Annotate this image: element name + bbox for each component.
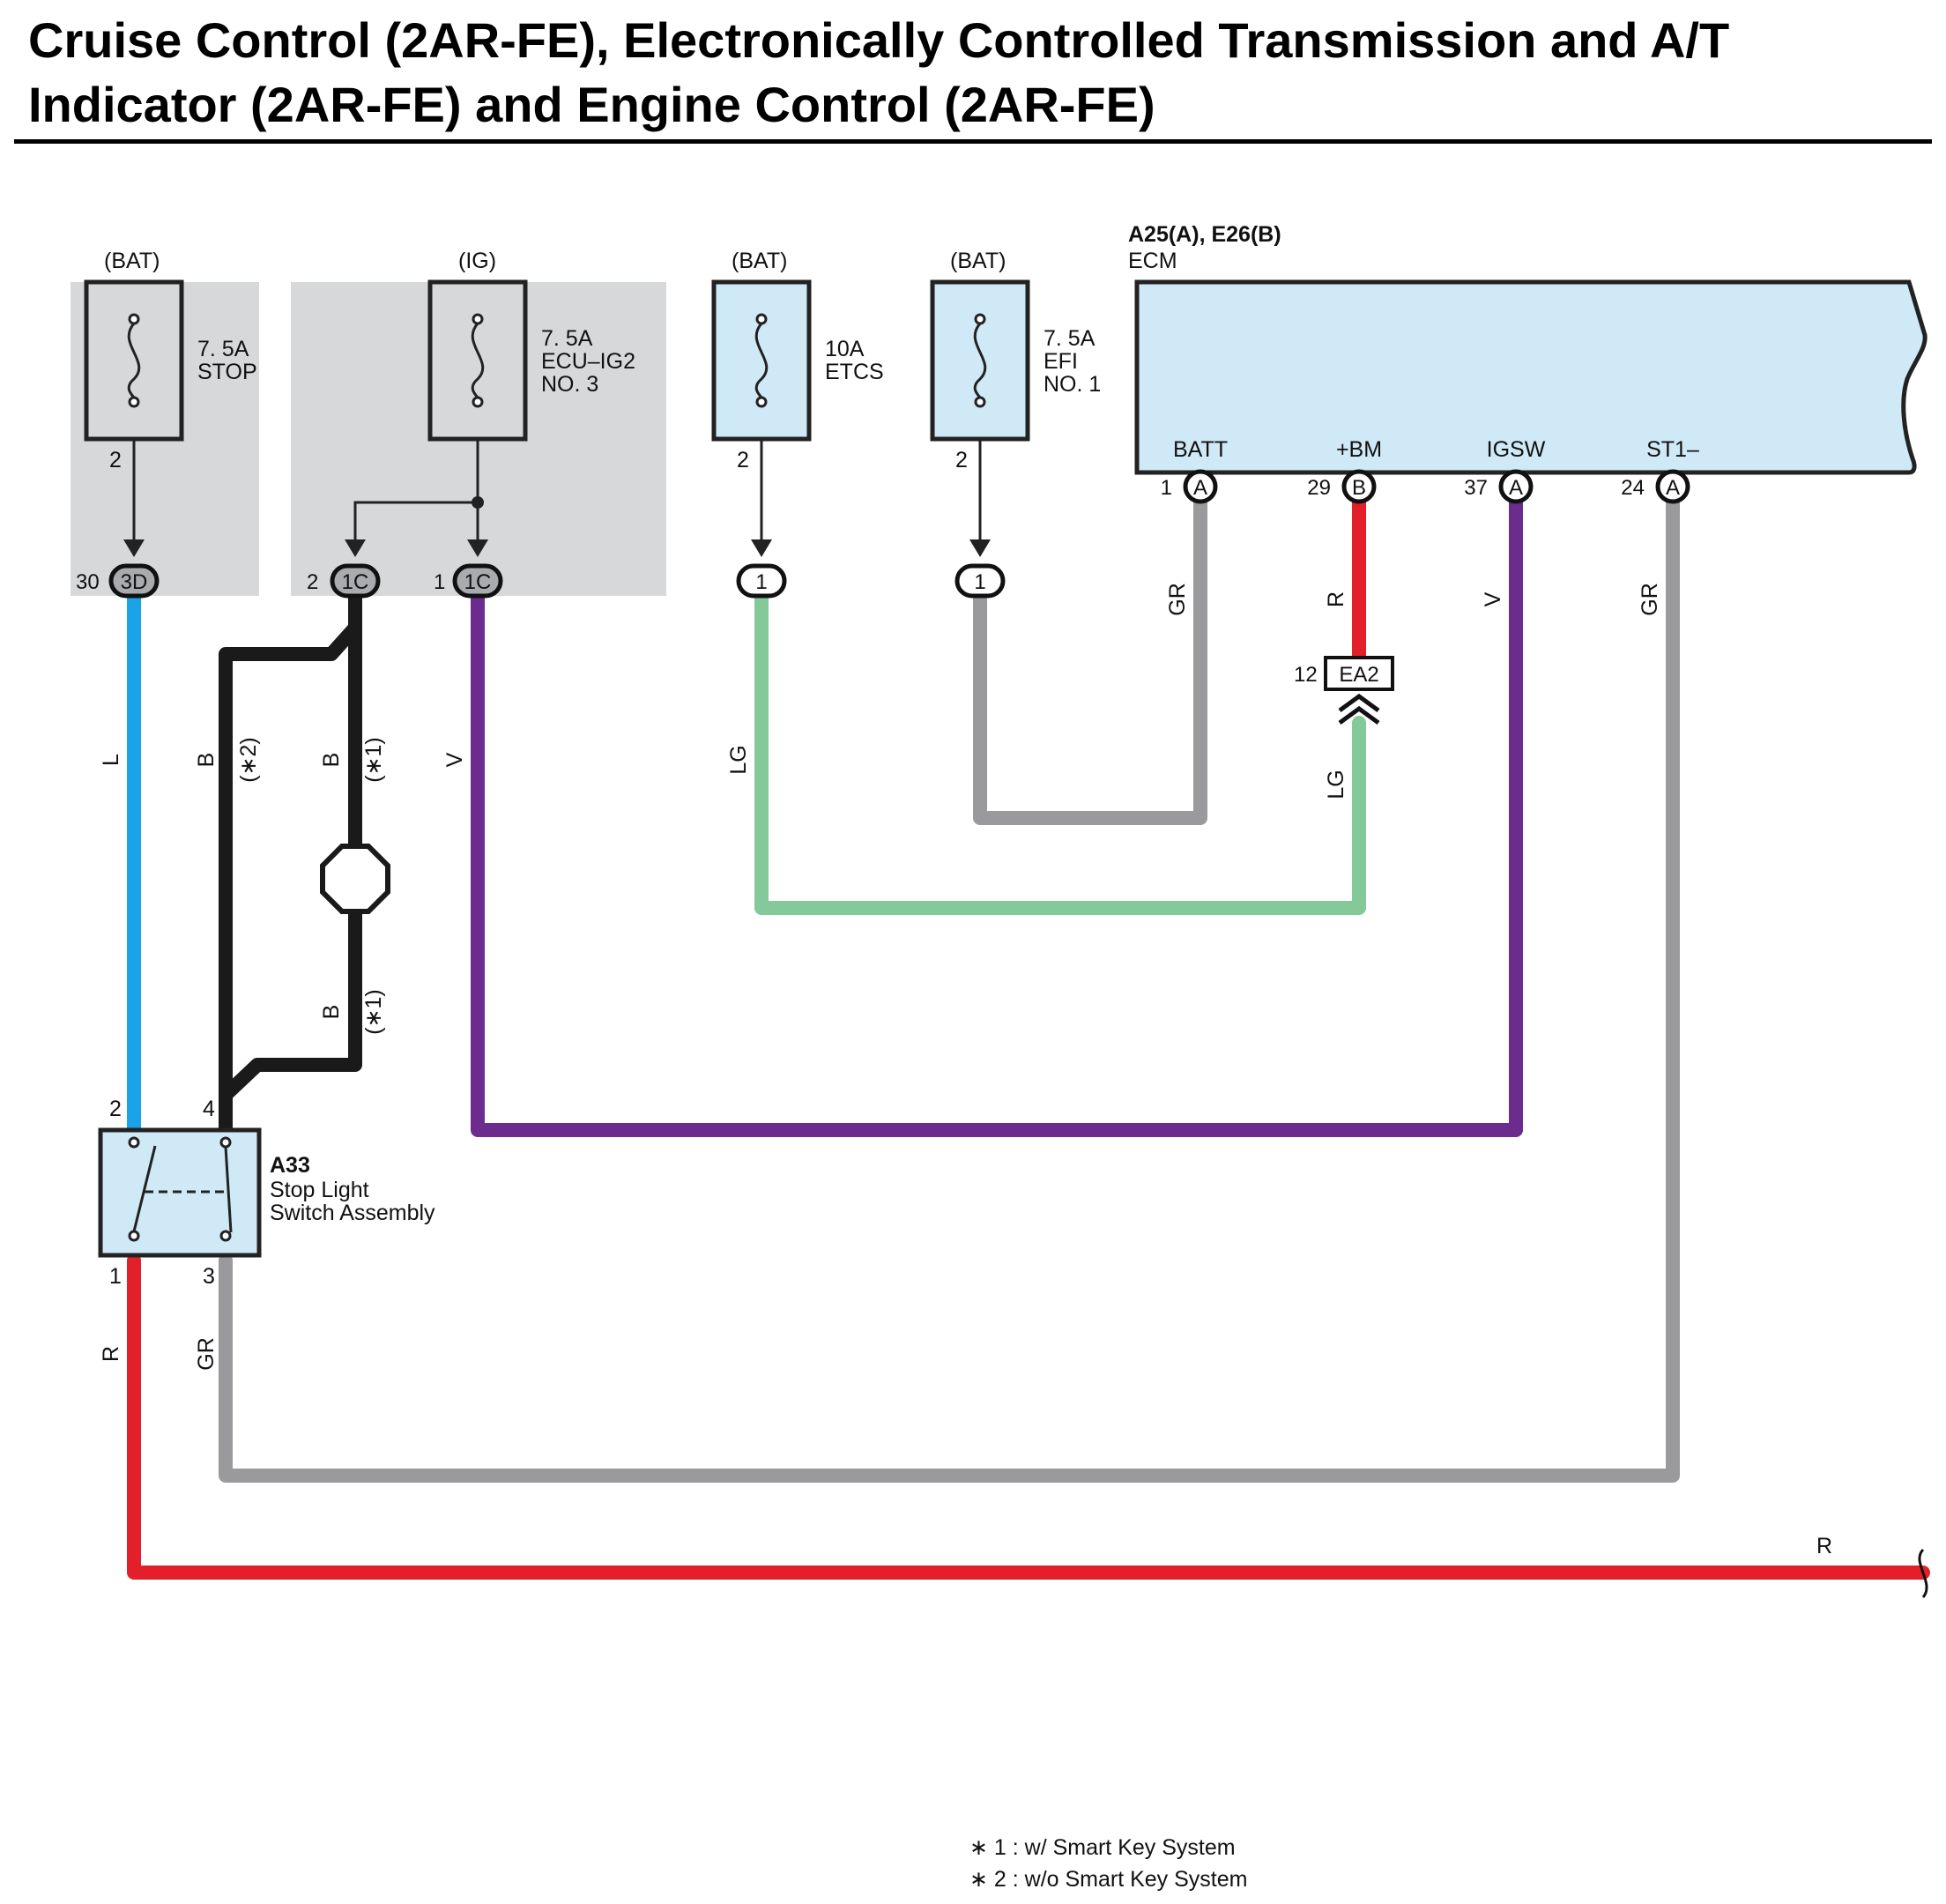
wire-gr-st1: [219, 487, 1680, 1483]
connector-1c-2-pin: 2: [307, 570, 318, 594]
stop-light-switch: [98, 1127, 262, 1258]
wire-label-gr-sw3: GR: [194, 1337, 219, 1371]
fuse-ig-rating: 7. 5A: [541, 326, 593, 351]
fuse-etcs: [711, 279, 812, 557]
svg-text:EA2: EA2: [1339, 663, 1378, 687]
switch-id: A33: [270, 1153, 310, 1178]
wire-label-star2: (∗2): [236, 737, 261, 783]
wire-label-star1-lower: (∗1): [361, 989, 386, 1035]
svg-text:A: A: [1509, 476, 1523, 500]
fuse-etcs-name: ETCS: [825, 360, 884, 384]
title-line-2: Indicator (2AR-FE) and Engine Control (2…: [28, 77, 1155, 132]
ecm-term-igsw: IGSW: [1487, 437, 1546, 462]
fuse-stop: [84, 279, 184, 557]
svg-text:A: A: [1193, 476, 1207, 500]
fuse-ecu-ig2: [345, 279, 528, 557]
svg-text:1: 1: [755, 570, 767, 594]
fuse-etcs-pin: 2: [737, 448, 749, 472]
connector-1c-1: 1C: [452, 563, 503, 599]
fuse-stop-name: STOP: [197, 360, 257, 384]
ecm-pin-bm: B: [1341, 469, 1377, 504]
svg-text:1C: 1C: [342, 570, 369, 594]
wire-label-b-star1-lower: B: [319, 1005, 344, 1020]
fuse-efi-pin: 2: [955, 448, 968, 472]
fuse-stop-pin: 2: [109, 448, 122, 472]
wire-label-v-igsw: V: [1481, 591, 1505, 606]
wire-label-r-sw1: R: [99, 1346, 123, 1362]
fuse-ig-name1: ECU–IG2: [541, 349, 635, 374]
wire-label-lg-etcs: LG: [726, 745, 751, 774]
wire-r-right: [127, 1253, 1930, 1580]
svg-text:3D: 3D: [121, 570, 148, 594]
junction-octagon: [320, 844, 390, 914]
fuse-ig-source: (IG): [458, 249, 496, 273]
switch-pin-2: 2: [109, 1097, 122, 1121]
ecm-id: A25(A), E26(B): [1128, 222, 1281, 247]
ecm-pin-batt: A: [1183, 469, 1218, 504]
connector-efi-junction: 1: [954, 563, 1006, 599]
svg-text:1C: 1C: [464, 570, 492, 594]
connector-etcs-junction: 1: [736, 563, 787, 599]
connector-3d: 3D: [108, 563, 160, 599]
wire-label-l: L: [99, 754, 123, 766]
connector-1c-2: 1C: [330, 563, 381, 599]
svg-text:B: B: [1352, 476, 1366, 500]
fuse-stop-rating: 7. 5A: [197, 337, 249, 361]
fuse-etcs-source: (BAT): [732, 249, 787, 273]
wire-gr-batt: [973, 487, 1207, 825]
note-star1: ∗ 1 : w/ Smart Key System: [969, 1835, 1236, 1860]
ecm-box: [1134, 279, 1927, 475]
switch-pin-3: 3: [203, 1264, 215, 1289]
wire-label-star1-upper: (∗1): [361, 737, 386, 783]
wire-label-gr-batt: GR: [1165, 583, 1190, 616]
note-star2: ∗ 2 : w/o Smart Key System: [969, 1867, 1247, 1892]
wire-lg: [754, 592, 1366, 915]
fuse-efi-name1: EFI: [1044, 349, 1078, 374]
ecm-pin-igsw-num: 37: [1464, 476, 1488, 500]
wire-label-b-star1-upper: B: [319, 753, 344, 768]
ecm-pin-igsw: A: [1498, 469, 1534, 504]
wire-label-r-right: R: [1816, 1534, 1832, 1558]
wire-label-gr-st1: GR: [1638, 583, 1662, 616]
ecm-pin-bm-num: 29: [1307, 476, 1331, 500]
fuse-stop-source: (BAT): [104, 249, 160, 273]
wire-label-lg-ea2: LG: [1324, 770, 1348, 799]
ecm-pin-batt-num: 1: [1161, 476, 1172, 500]
ecm-term-batt: BATT: [1173, 437, 1228, 462]
wire-b-star1-lower: [219, 901, 362, 1102]
switch-pin-1: 1: [109, 1264, 122, 1289]
wire-break-symbol: [1918, 1548, 1928, 1598]
wire-v: [471, 487, 1523, 1137]
ecm-pin-st1: A: [1655, 469, 1690, 504]
wire-label-b-star2: B: [194, 753, 219, 768]
title-line-1: Cruise Control (2AR-FE), Electronically …: [28, 12, 1729, 68]
wire-label-r-bm: R: [1324, 591, 1348, 607]
svg-text:1: 1: [974, 570, 985, 594]
title-rule: [14, 139, 1932, 144]
ecm-name: ECM: [1128, 249, 1177, 273]
connector-ea2-pin: 12: [1294, 663, 1318, 687]
ecm-term-st1: ST1–: [1646, 437, 1699, 462]
wire-label-v-left: V: [442, 752, 467, 767]
ecm-pin-st1-num: 24: [1621, 476, 1645, 500]
switch-name-1: Stop Light: [270, 1178, 369, 1202]
fuse-efi-name2: NO. 1: [1044, 372, 1101, 397]
fuse-efi-rating: 7. 5A: [1044, 326, 1096, 351]
connector-3d-pin: 30: [76, 570, 100, 594]
ecm-term-bm: +BM: [1336, 437, 1382, 462]
fuse-efi: [930, 279, 1030, 557]
fuse-etcs-rating: 10A: [825, 337, 865, 361]
svg-text:A: A: [1666, 476, 1680, 500]
switch-name-2: Switch Assembly: [270, 1201, 435, 1225]
connector-ea2: EA2: [1324, 656, 1394, 725]
switch-pin-4: 4: [203, 1097, 215, 1121]
connector-1c-1-pin: 1: [434, 570, 445, 594]
fuse-efi-source: (BAT): [950, 249, 1006, 273]
fuse-ig-name2: NO. 3: [541, 372, 598, 397]
